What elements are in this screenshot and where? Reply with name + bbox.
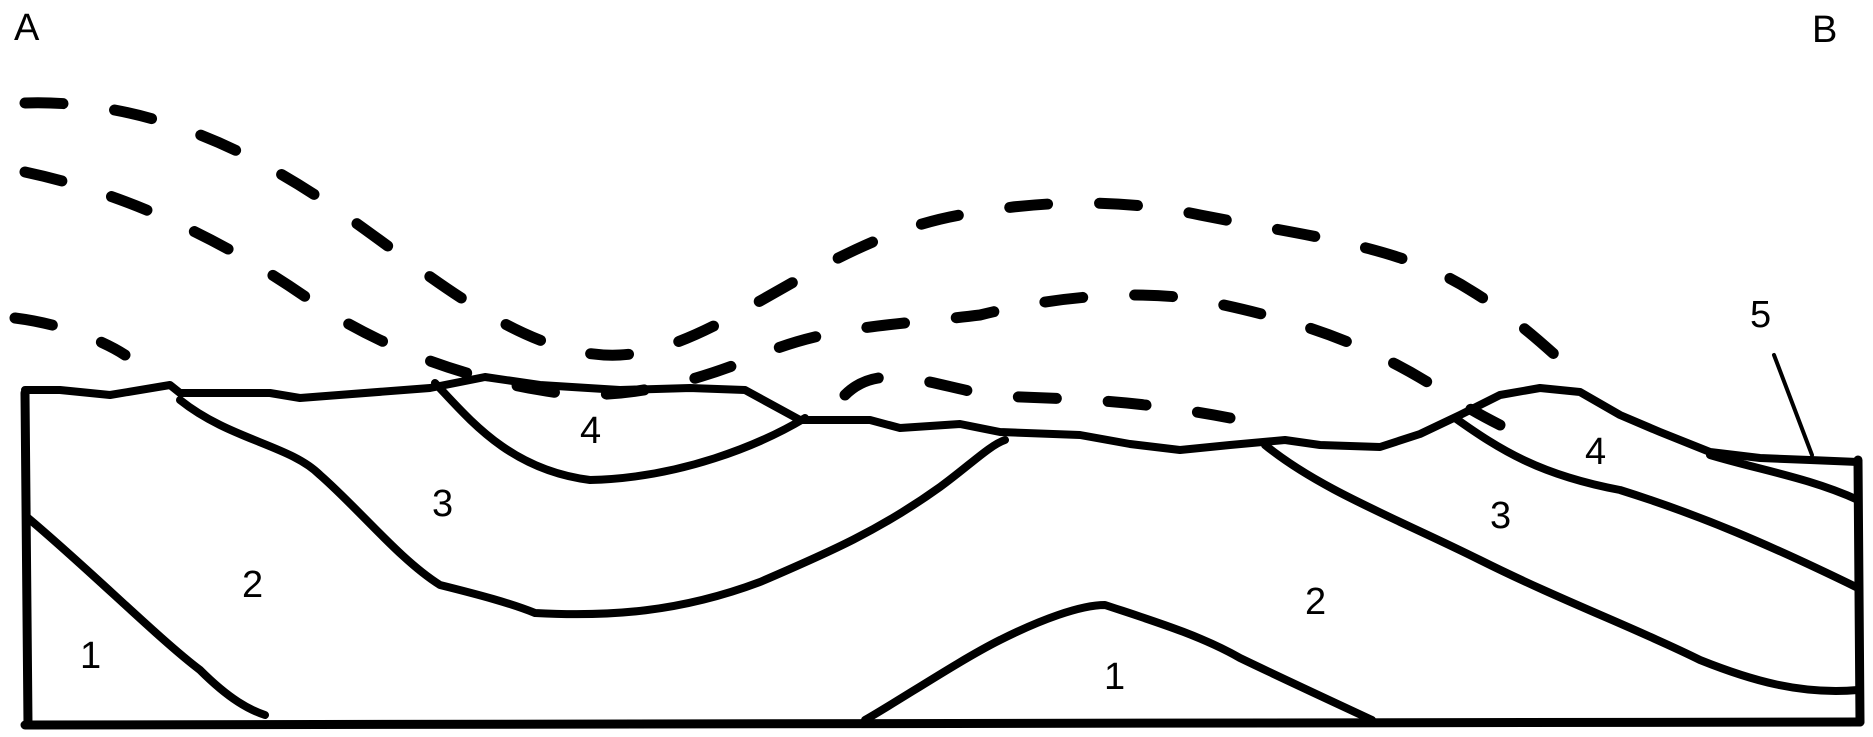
corner-label-b: B bbox=[1812, 9, 1837, 51]
layer-label-2-right: 2 bbox=[1305, 581, 1326, 623]
label-5-leader bbox=[1774, 355, 1812, 455]
layer-label-2-left: 2 bbox=[242, 564, 263, 606]
layer-label-3-left: 3 bbox=[432, 483, 453, 525]
layer-label-4-right: 4 bbox=[1585, 431, 1606, 473]
layer-label-4-left: 4 bbox=[580, 410, 601, 452]
layer-label-1-left: 1 bbox=[80, 635, 101, 677]
boundary-2-3-right bbox=[1265, 445, 1858, 691]
section-frame-bottom bbox=[25, 722, 1860, 725]
corner-label-a: A bbox=[14, 7, 40, 49]
boundary-3-4-right bbox=[1455, 418, 1858, 588]
section-frame-left bbox=[25, 393, 28, 725]
layer-label-1-middle: 1 bbox=[1104, 656, 1125, 698]
boundary-1-2-left bbox=[28, 518, 265, 715]
eroded-fold-line-lower bbox=[15, 318, 1230, 418]
layer-label-3-right: 3 bbox=[1490, 495, 1511, 537]
layer-label-5-right: 5 bbox=[1750, 294, 1771, 336]
